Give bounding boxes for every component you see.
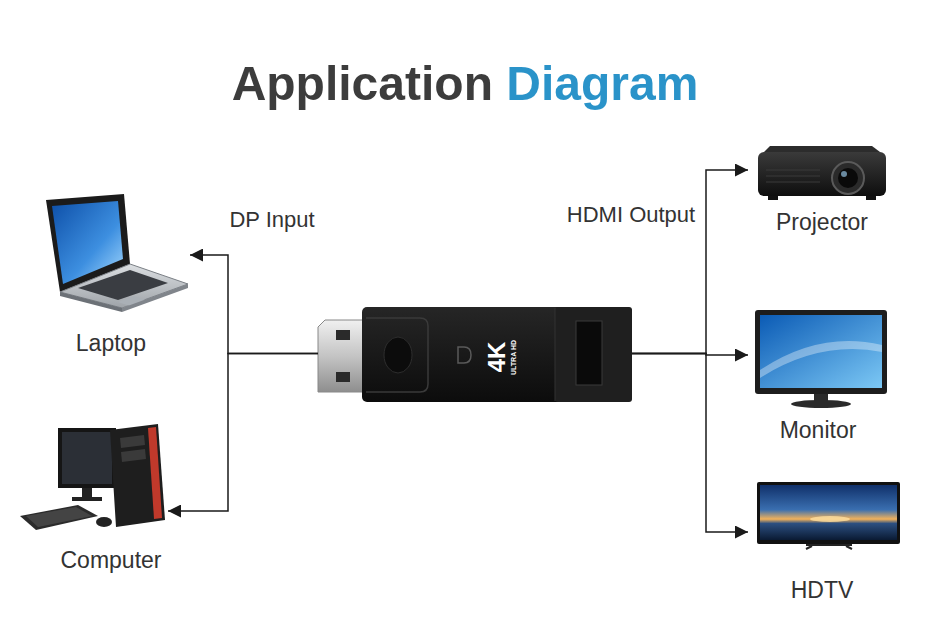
keyboard-keys <box>26 507 92 527</box>
latch-outline <box>366 318 428 392</box>
monitor-screen <box>62 432 112 484</box>
lens-highlight <box>841 171 847 177</box>
tv-bezel <box>757 482 900 544</box>
projector-device: Projector <box>748 140 898 235</box>
printed-marking: 4K <box>484 327 510 387</box>
laptop-edge <box>60 292 122 312</box>
tower-stripe <box>148 427 162 519</box>
plug-slot <box>336 372 350 382</box>
plug-slot <box>336 330 350 340</box>
signal-connector <box>632 170 748 354</box>
signal-connector <box>190 255 318 354</box>
computer-illustration <box>20 424 165 530</box>
signal-connector <box>168 354 318 512</box>
diagram-title: Application Diagram <box>232 56 699 111</box>
signal-connector <box>632 354 748 533</box>
housing-seam <box>555 308 556 401</box>
hdmi-socket <box>576 321 602 385</box>
tv-stand <box>806 544 852 546</box>
monitor-base <box>72 497 102 501</box>
hdmi-end <box>555 307 632 402</box>
projector-vent <box>766 170 820 171</box>
monitor-bezel <box>755 310 887 394</box>
laptop-deck <box>60 264 188 308</box>
tv-screen <box>760 485 897 540</box>
projector-lens <box>832 162 864 194</box>
keyboard <box>20 505 98 530</box>
tower-bay <box>120 435 145 448</box>
tower-bay <box>121 449 146 462</box>
hdtv-device: HDTV <box>748 478 908 606</box>
device-label: Laptop <box>31 329 191 357</box>
computer-device: Computer <box>18 420 168 580</box>
projector-vent <box>766 182 820 183</box>
latch-button <box>384 337 412 373</box>
tv-leg <box>806 546 812 549</box>
device-label: Monitor <box>738 416 898 444</box>
adapter-device: 4KULTRA HD <box>318 305 632 402</box>
dp-logo <box>458 347 471 363</box>
tv-leg <box>846 546 852 549</box>
device-label: Projector <box>742 208 902 236</box>
laptop-keyboard <box>78 270 168 300</box>
laptop-illustration <box>46 194 188 312</box>
projector-lens-glass <box>838 168 858 188</box>
monitor-stand <box>82 488 92 498</box>
monitor-frame <box>58 428 116 488</box>
signal-connector <box>632 354 748 356</box>
mouse <box>96 517 112 527</box>
tower-case <box>110 424 165 527</box>
dp-plug <box>318 320 366 392</box>
device-label: Computer <box>21 546 201 574</box>
title-row: Application Diagram <box>0 56 930 111</box>
projector-foot <box>866 196 876 200</box>
projector-vent <box>766 176 820 177</box>
monitor-screen <box>760 315 882 388</box>
projector-top <box>764 146 880 152</box>
monitor-device: Monitor <box>748 305 898 445</box>
projector-body <box>758 152 886 196</box>
projector-foot <box>768 196 778 200</box>
projector-illustration <box>758 146 886 200</box>
screen-swoosh <box>760 341 882 378</box>
adapter-illustration <box>318 307 632 402</box>
hdtv-illustration <box>757 482 900 549</box>
tv-sunset <box>810 516 850 522</box>
printed-marking: ULTRA HD <box>509 335 518 379</box>
port-label: HDMI Output <box>531 201 731 229</box>
laptop-device: Laptop <box>40 190 190 360</box>
device-label: HDTV <box>742 576 902 604</box>
laptop-edge <box>122 284 188 312</box>
port-label: DP Input <box>182 206 362 234</box>
monitor-illustration <box>755 310 887 408</box>
monitor-base <box>791 400 851 408</box>
adapter-housing <box>362 307 632 402</box>
